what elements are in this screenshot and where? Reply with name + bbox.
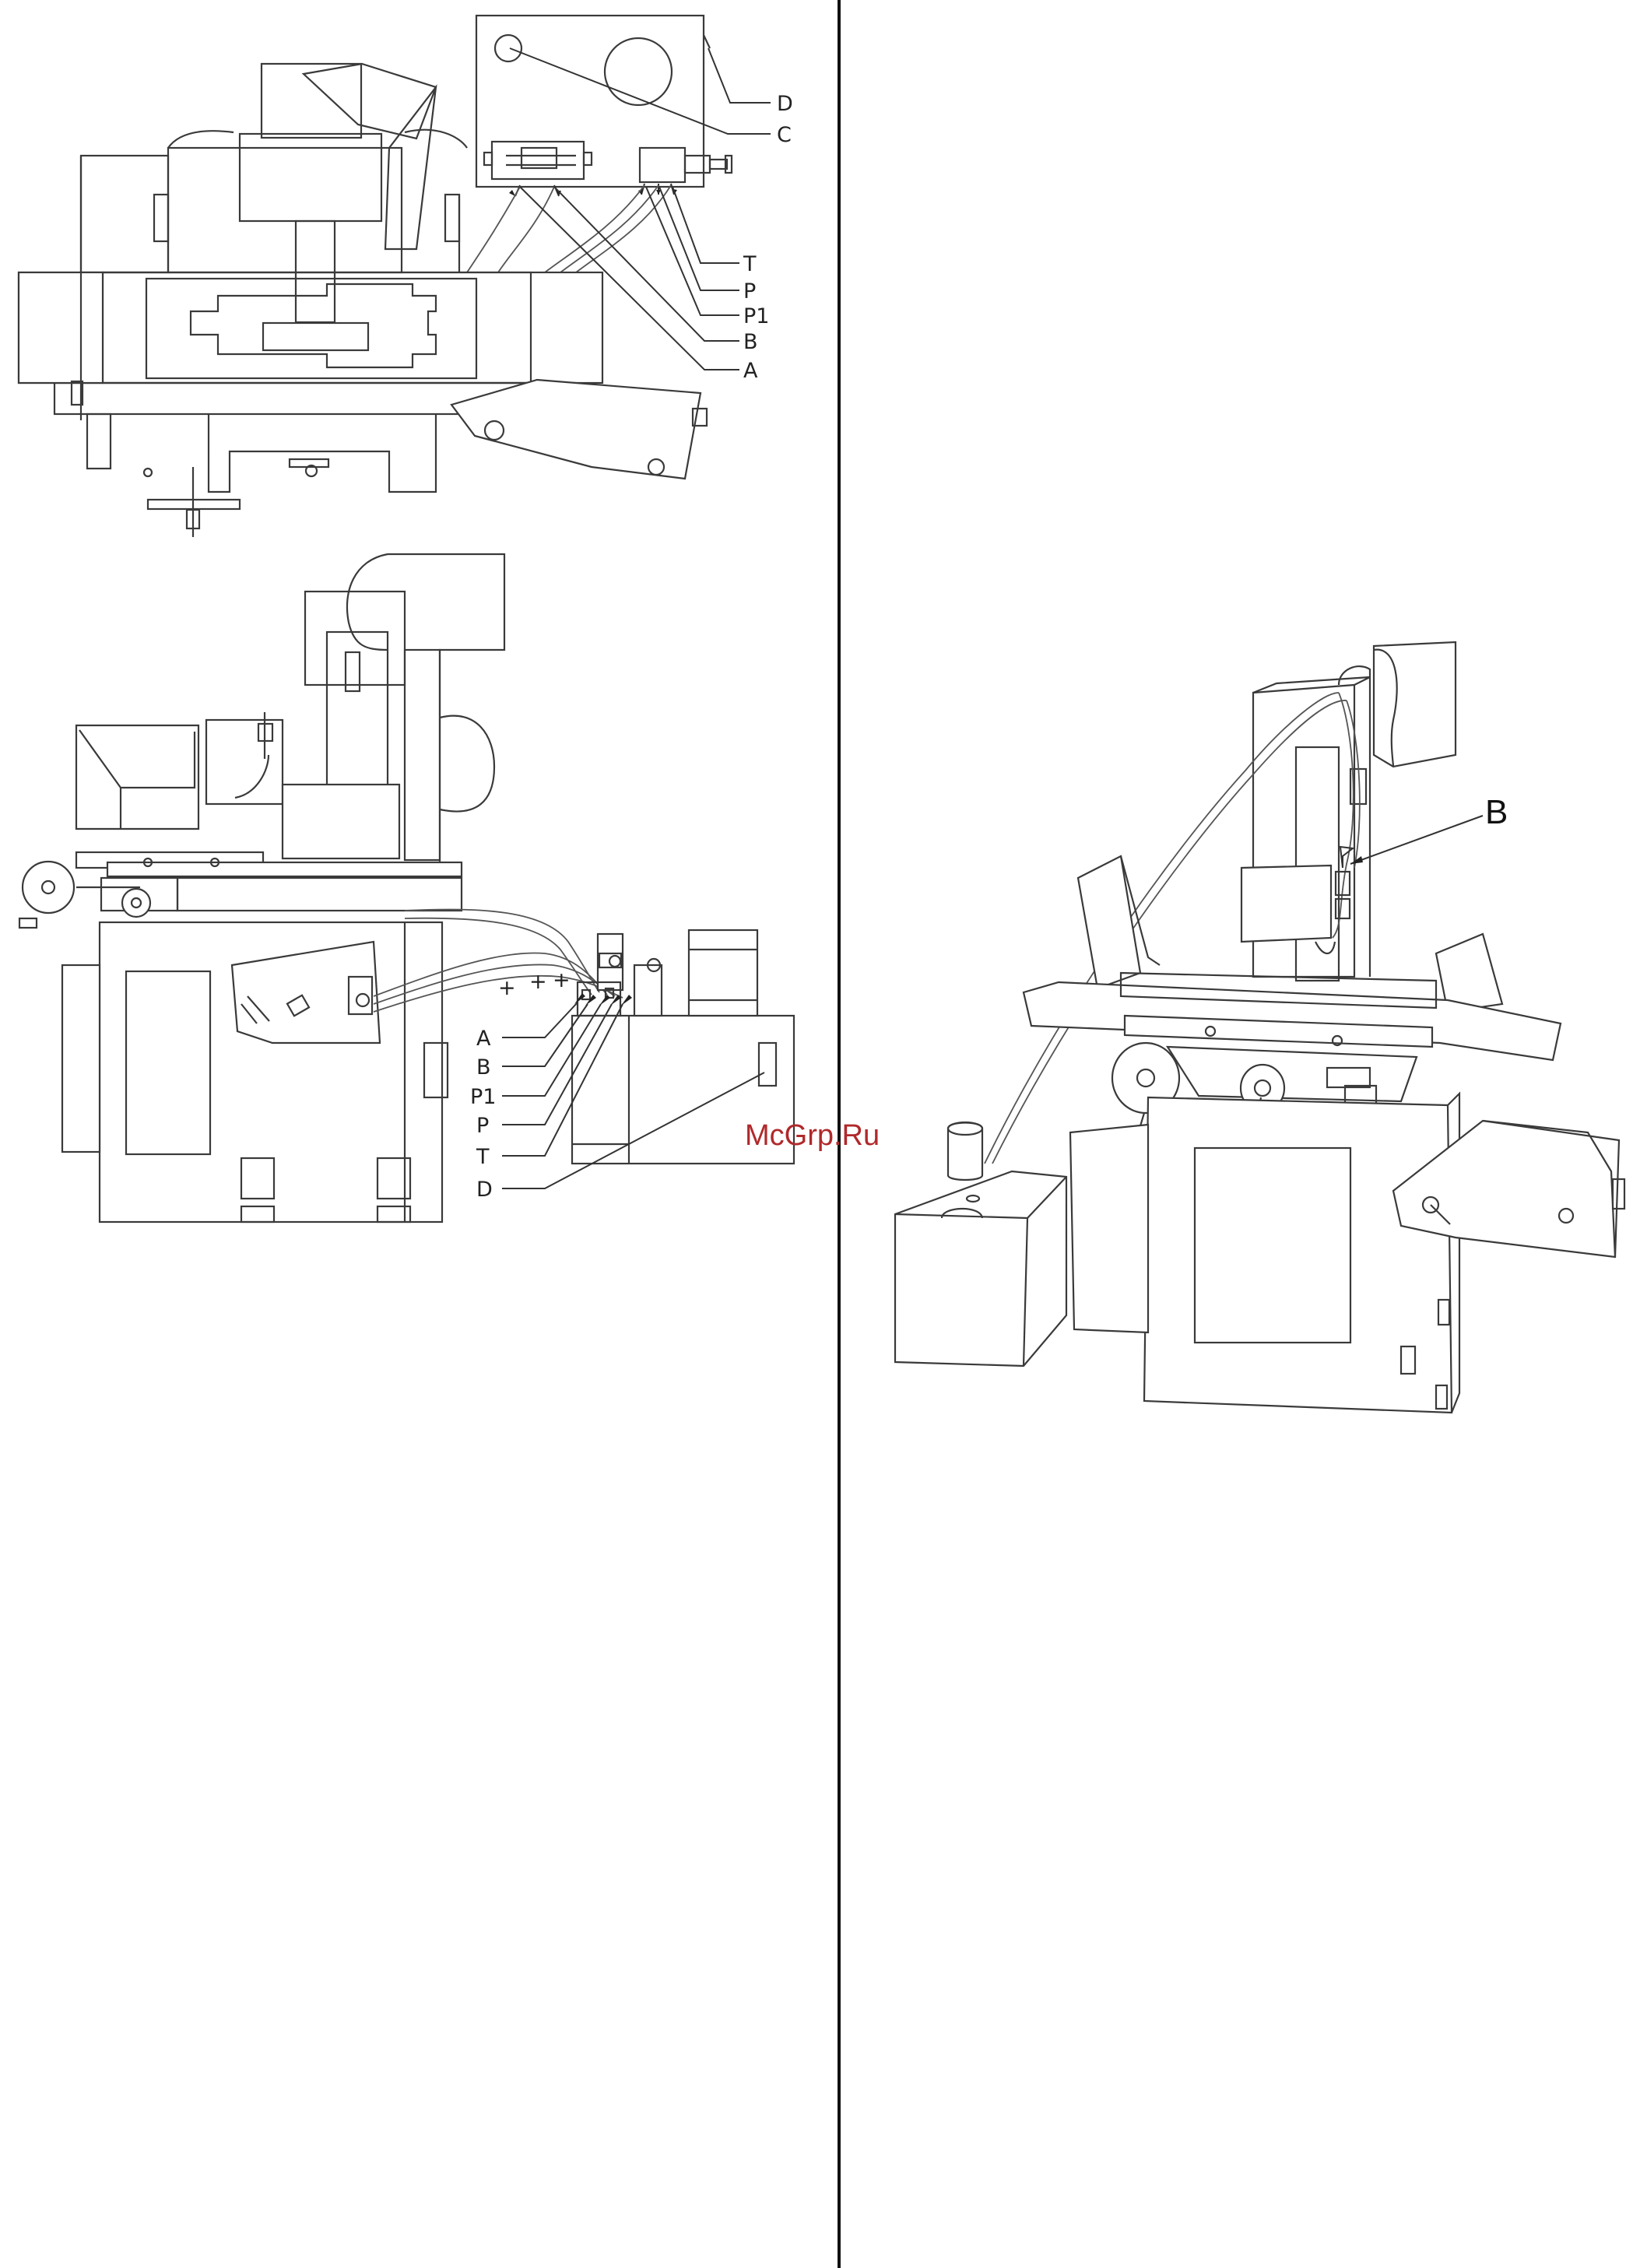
top-label-b: B <box>743 330 758 354</box>
pressure-valve <box>640 148 685 182</box>
front-view-labels: A B P1 P T D <box>470 1027 496 1202</box>
front-label-t: T <box>476 1145 490 1169</box>
valve-inset-box <box>476 16 704 187</box>
front-label-d: D <box>476 1178 493 1202</box>
svg-text:+: + <box>498 976 516 1000</box>
handwheel-left <box>23 862 74 913</box>
top-label-c: C <box>777 123 792 147</box>
iso-callout-b: B <box>1485 793 1508 831</box>
top-label-t: T <box>743 252 757 276</box>
top-label-p: P <box>743 279 756 304</box>
svg-text:+: + <box>529 970 547 994</box>
top-label-p1: P1 <box>743 304 769 328</box>
front-label-p: P <box>476 1114 489 1138</box>
front-view-drawing: + + + <box>19 554 794 1222</box>
iso-view-drawing: B <box>895 642 1624 1413</box>
front-label-p1: P1 <box>470 1085 496 1109</box>
top-label-a: A <box>743 359 758 383</box>
front-label-b: B <box>476 1055 491 1080</box>
front-label-a: A <box>476 1027 491 1051</box>
svg-text:+: + <box>553 968 571 992</box>
watermark: McGrp.Ru <box>745 1119 880 1152</box>
top-label-d: D <box>777 92 793 116</box>
top-view-labels: D C T P P1 B A <box>743 92 793 383</box>
